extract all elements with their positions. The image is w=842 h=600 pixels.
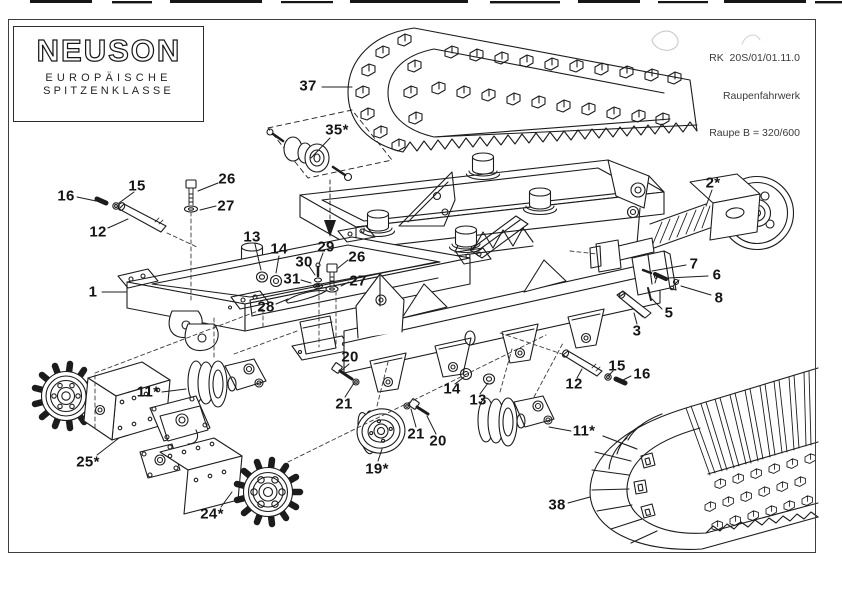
- doc-title: Raupenfahrwerk: [722, 89, 800, 102]
- chassis-frame: [117, 152, 677, 393]
- steel-track-38: [589, 367, 819, 550]
- title-block: RK 20S/01/01.11.0 Raupenfahrwerk Raupe B…: [709, 27, 800, 165]
- brand-logo-text: NEUSON: [36, 33, 181, 68]
- bolts-20-21: [331, 362, 430, 416]
- roller-19: [356, 408, 406, 455]
- doc-code: RK 20S/01/01.11.0: [709, 52, 800, 64]
- doc-subtitle: Raupe B = 320/600: [709, 127, 800, 139]
- idler-tensioner-2: [589, 173, 795, 318]
- logo-tagline-2: SPITZENKLASSE: [43, 85, 174, 97]
- drive-unit-25: [35, 362, 211, 445]
- hardware-13-14-bottom: [459, 367, 496, 385]
- track-roller-11-left: [187, 358, 267, 408]
- bolt-26-27-left: [183, 179, 199, 213]
- callout-leaders: [76, 86, 713, 508]
- hardware-cluster-center: [255, 262, 339, 304]
- drive-unit-24: [139, 437, 300, 524]
- rubber-track-37: [347, 27, 698, 153]
- logo-box: NEUSON EUROPÄISCHE SPITZENKLASSE: [13, 26, 204, 122]
- pin-12-left: [94, 196, 167, 233]
- scan-smudge: [651, 30, 761, 51]
- pin-3: [618, 291, 652, 319]
- assembly-guide-lines: [94, 211, 598, 463]
- scan-artifact-top: [30, 0, 842, 4]
- page-border: [8, 19, 816, 553]
- carrier-roller-35: [266, 109, 393, 237]
- logo-tagline-1: EUROPÄISCHE: [45, 72, 172, 84]
- track-roller-11-right: [477, 395, 555, 447]
- brand-logo: NEUSON: [36, 32, 181, 68]
